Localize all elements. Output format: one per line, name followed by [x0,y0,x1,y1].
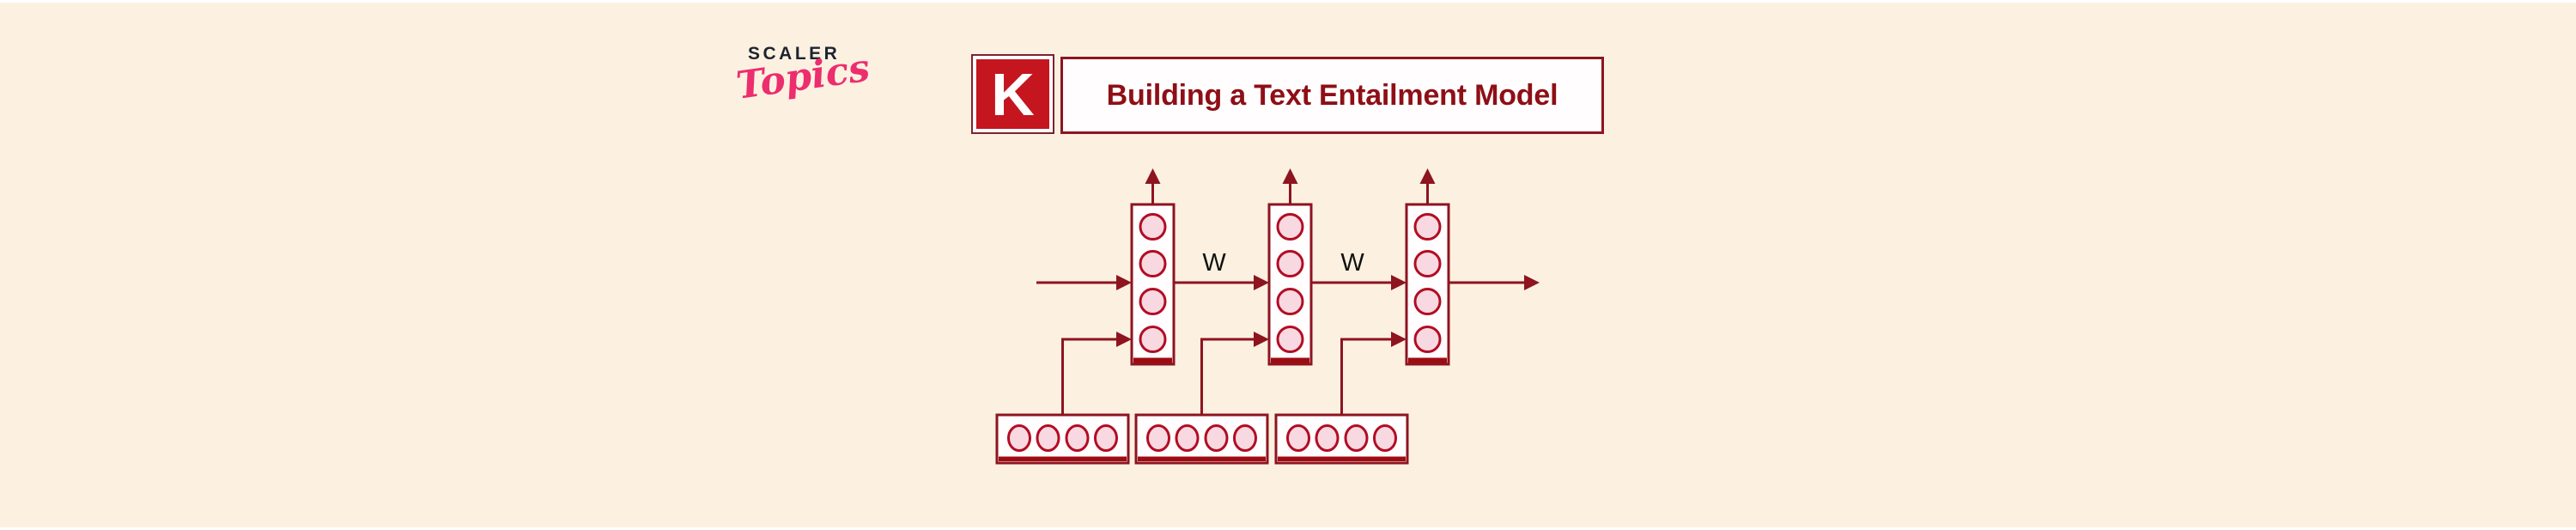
input-unit [1065,424,1090,452]
input-unit [1315,424,1340,452]
up-arrowhead-3 [1419,168,1436,184]
up-arrowhead-1 [1145,168,1161,184]
keras-logo: K [971,54,1054,134]
right-arrowhead-w1 [1254,275,1269,290]
rnn-cell-2 [1267,203,1313,366]
right-arrowhead-w2 [1391,275,1406,290]
input-unit [1204,424,1229,452]
scaler-wordmark: SCALER [748,44,841,64]
input-elbow-2 [1200,338,1255,415]
input-unit [1286,424,1310,452]
up-arrowhead-2 [1282,168,1298,184]
right-arrowhead-input [1116,275,1132,290]
rnn-cell-3 [1405,203,1450,366]
weight-label-1: W [1202,249,1226,277]
rnn-diagram-svg: W W [995,168,1540,465]
right-arrowhead-elbow-2 [1254,332,1269,347]
hidden-unit [1413,213,1442,241]
input-elbow-3 [1340,338,1392,415]
input-vector-2 [1134,413,1269,465]
hidden-unit [1139,288,1167,315]
rnn-diagram: W W [945,157,1631,484]
input-unit [1007,424,1031,452]
hidden-unit [1276,250,1304,277]
scaler-topics-logo: SCALER Topics [733,44,881,138]
right-arrowhead-elbow-3 [1391,332,1406,347]
right-arrowhead-elbow-1 [1116,332,1132,347]
input-unit [1233,424,1257,452]
hidden-unit [1276,326,1304,353]
input-elbow-1 [1061,338,1117,415]
input-unit [1373,424,1397,452]
weight-label-2: W [1340,249,1364,277]
hidden-unit [1276,213,1304,241]
hidden-unit [1276,288,1304,315]
hidden-unit [1413,250,1442,277]
input-unit [1036,424,1060,452]
input-unit [1344,424,1369,452]
hidden-unit [1139,250,1167,277]
hidden-unit [1139,326,1167,353]
keras-logo-letter: K [976,59,1049,129]
input-unit [1175,424,1200,452]
hidden-unit [1139,213,1167,241]
rnn-cell-1 [1130,203,1176,366]
input-vector-3 [1274,413,1409,465]
input-unit [1146,424,1170,452]
page-title: Building a Text Entailment Model [1106,78,1558,112]
input-unit [1094,424,1118,452]
input-vector-1 [995,413,1130,465]
right-arrowhead-output [1524,275,1540,290]
title-box: Building a Text Entailment Model [1060,57,1604,134]
hidden-unit [1413,288,1442,315]
hidden-unit [1413,326,1442,353]
